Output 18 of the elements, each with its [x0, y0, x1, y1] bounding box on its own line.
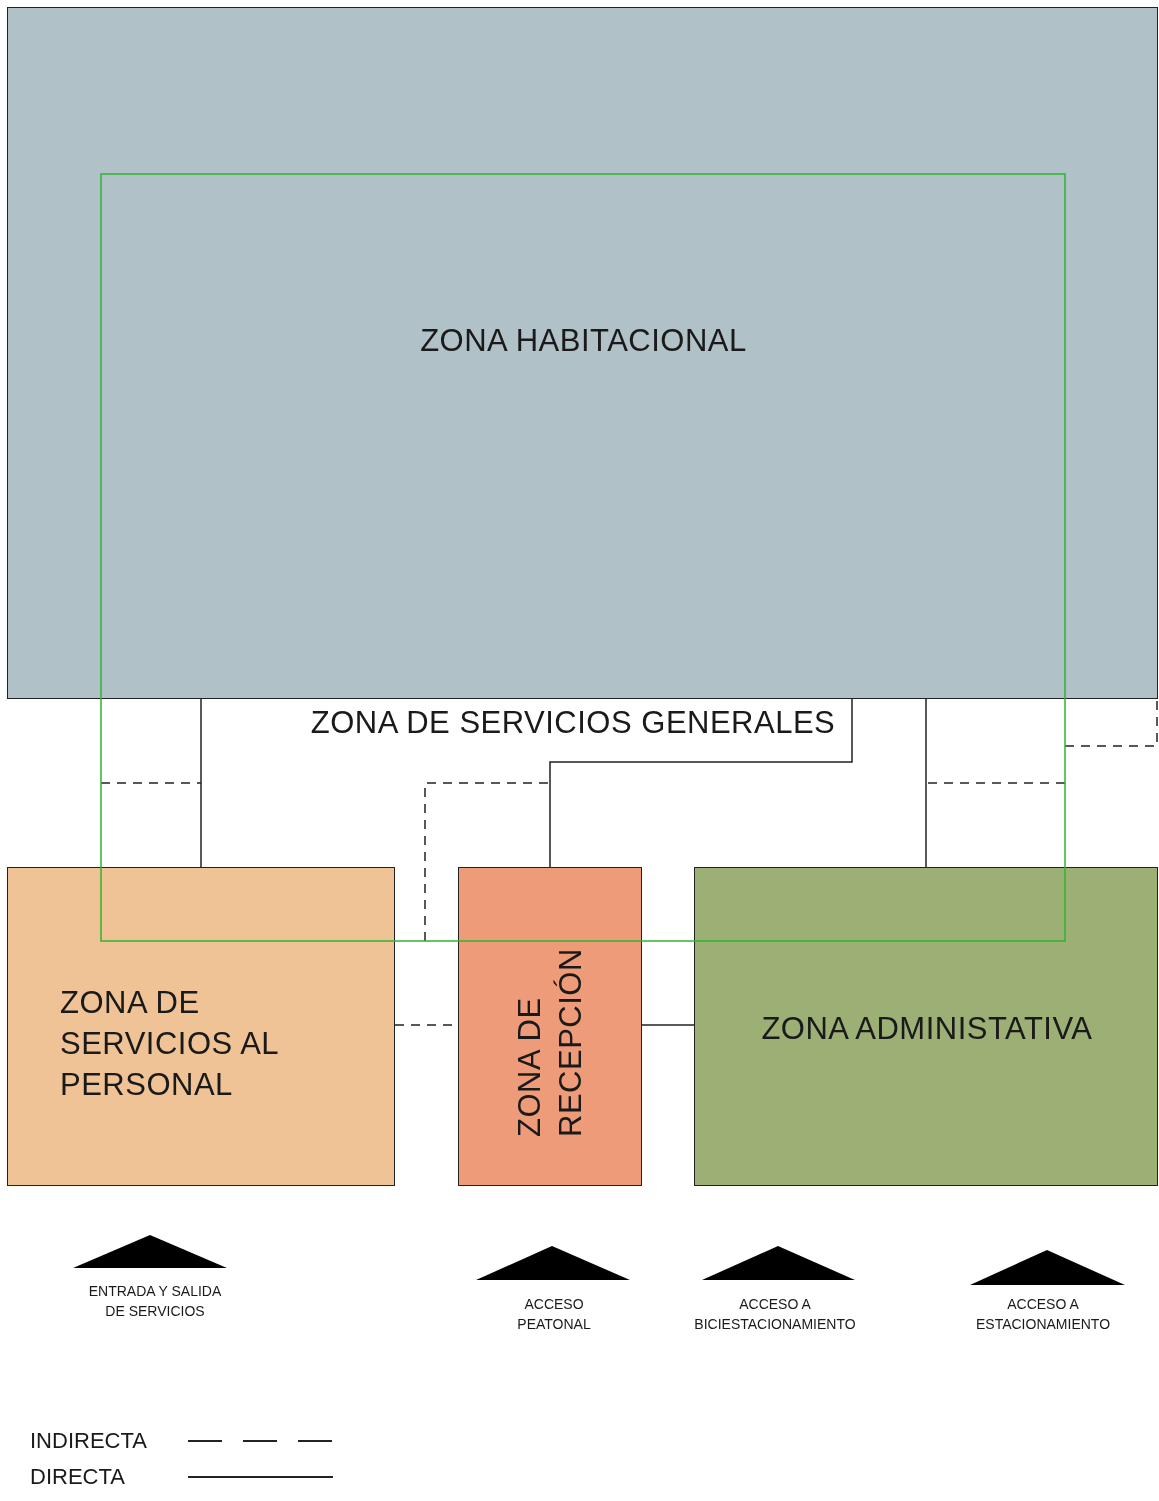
zone-label: ZONA DE RECEPCIÓN	[510, 946, 589, 1137]
direct-connector	[641, 1024, 695, 1026]
legend-label: DIRECTA	[30, 1464, 125, 1490]
zone-box	[7, 867, 395, 1186]
direct-connector	[549, 698, 853, 868]
access-label: ENTRADA Y SALIDA DE SERVICIOS	[87, 1282, 223, 1321]
zone-label: ZONA DE SERVICIOS AL PERSONAL	[60, 984, 279, 1104]
zone-label: ZONA ADMINISTATIVA	[760, 1010, 1094, 1048]
zone-box	[694, 867, 1158, 1186]
access-label: ACCESO A ESTACIONAMIENTO	[974, 1295, 1112, 1334]
direct-connector	[200, 698, 202, 868]
access-label: ACCESO PEATONAL	[516, 1295, 592, 1334]
zone-label: ZONA HABITACIONAL	[419, 322, 748, 360]
zone-box	[7, 7, 1158, 699]
direct-connector	[925, 698, 927, 868]
access-label: ACCESO A BICIESTACIONAMIENTO	[693, 1295, 857, 1334]
legend-label: INDIRECTA	[30, 1428, 147, 1454]
zone-box	[458, 867, 642, 1186]
